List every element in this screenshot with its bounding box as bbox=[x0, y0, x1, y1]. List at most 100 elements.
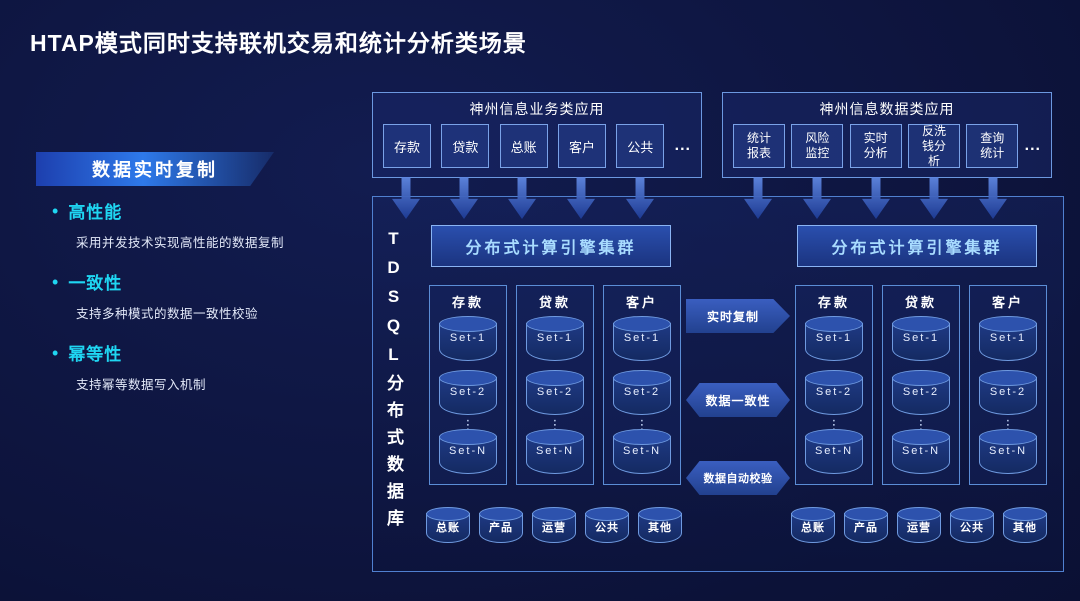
feature-performance: • 高性能 采用并发技术实现高性能的数据复制 bbox=[52, 198, 362, 251]
business-apps-box: 神州信息业务类应用 存款 贷款 总账 客户 公共 ... bbox=[372, 92, 702, 178]
db-group-right-loan: 贷款 Set-1 Set-2 ⋮ Set-N bbox=[882, 285, 960, 485]
feature-list: • 高性能 采用并发技术实现高性能的数据复制 • 一致性 支持多种模式的数据一致… bbox=[52, 198, 362, 411]
bottom-db-label: 总账 bbox=[436, 522, 460, 534]
link-auto-verification-arrow: 数据自动校验 bbox=[686, 461, 790, 495]
data-apps-box: 神州信息数据类应用 统计报表 风险监控 实时分析 反洗钱分析 查询统计 ... bbox=[722, 92, 1052, 178]
app-items-ellipsis: ... bbox=[674, 137, 691, 154]
feature-idempotency: • 幂等性 支持幂等数据写入机制 bbox=[52, 340, 362, 393]
set-label: Set-2 bbox=[536, 386, 574, 398]
bottom-db-other: 其他 bbox=[638, 507, 682, 543]
db-cylinder: Set-2 bbox=[439, 370, 497, 415]
set-label: Set-1 bbox=[989, 332, 1027, 344]
bottom-db-ledger: 总账 bbox=[426, 507, 470, 543]
db-cylinder: Set-1 bbox=[979, 316, 1037, 361]
db-group-label: 贷款 bbox=[538, 295, 571, 310]
bullet-icon: • bbox=[52, 271, 59, 292]
db-cylinder: Set-1 bbox=[805, 316, 863, 361]
db-cylinder: Set-N bbox=[439, 429, 497, 474]
app-item-customer: 客户 bbox=[557, 124, 606, 168]
db-group-right-customer: 客户 Set-1 Set-2 ⋮ Set-N bbox=[969, 285, 1047, 485]
set-label: Set-1 bbox=[449, 332, 487, 344]
vertical-ellipsis: ⋮ bbox=[635, 417, 649, 432]
set-label: Set-2 bbox=[815, 386, 853, 398]
feature-heading-row: • 幂等性 bbox=[52, 340, 362, 365]
link-realtime-replication-arrow: 实时复制 bbox=[686, 299, 790, 333]
bottom-db-label: 运营 bbox=[907, 522, 931, 534]
db-cylinder: Set-N bbox=[526, 429, 584, 474]
app-item-report: 统计报表 bbox=[733, 124, 785, 168]
bottom-db-product: 产品 bbox=[479, 507, 523, 543]
db-cylinder: Set-2 bbox=[892, 370, 950, 415]
feature-description: 支持幂等数据写入机制 bbox=[76, 378, 207, 392]
bottom-db-label: 产品 bbox=[854, 522, 878, 534]
bullet-icon: • bbox=[52, 342, 59, 363]
db-cylinder: Set-2 bbox=[805, 370, 863, 415]
set-label: Set-N bbox=[448, 445, 488, 457]
feature-title: 高性能 bbox=[68, 203, 123, 222]
set-label: Set-N bbox=[535, 445, 575, 457]
feature-title: 幂等性 bbox=[68, 345, 123, 364]
business-apps-items: 存款 贷款 总账 客户 公共 ... bbox=[383, 124, 691, 168]
feature-consistency: • 一致性 支持多种模式的数据一致性校验 bbox=[52, 269, 362, 322]
app-items-ellipsis: ... bbox=[1024, 137, 1041, 154]
db-cylinder: Set-1 bbox=[439, 316, 497, 361]
feature-description: 采用并发技术实现高性能的数据复制 bbox=[76, 236, 285, 250]
bottom-db-public: 公共 bbox=[950, 507, 994, 543]
db-cylinder: Set-1 bbox=[892, 316, 950, 361]
bottom-db-label: 其他 bbox=[1013, 522, 1037, 534]
app-item-risk: 风险监控 bbox=[791, 124, 844, 168]
set-label: Set-N bbox=[901, 445, 941, 457]
feature-title: 一致性 bbox=[68, 274, 123, 293]
bottom-db-label: 运营 bbox=[542, 522, 566, 534]
engine-cluster-left: 分布式计算引擎集群 bbox=[431, 225, 671, 267]
set-label: Set-2 bbox=[902, 386, 940, 398]
set-label: Set-1 bbox=[815, 332, 853, 344]
vertical-ellipsis: ⋮ bbox=[827, 417, 841, 432]
bottom-db-other: 其他 bbox=[1003, 507, 1047, 543]
vertical-ellipsis: ⋮ bbox=[914, 417, 928, 432]
data-apps-items: 统计报表 风险监控 实时分析 反洗钱分析 查询统计 ... bbox=[733, 124, 1041, 168]
db-cylinder: Set-N bbox=[892, 429, 950, 474]
db-cylinder: Set-2 bbox=[526, 370, 584, 415]
set-label: Set-2 bbox=[449, 386, 487, 398]
db-group-label: 存款 bbox=[451, 295, 484, 310]
engine-cluster-right: 分布式计算引擎集群 bbox=[797, 225, 1037, 267]
db-cylinder: Set-N bbox=[805, 429, 863, 474]
bottom-db-product: 产品 bbox=[844, 507, 888, 543]
set-label: Set-1 bbox=[623, 332, 661, 344]
bottom-db-operation: 运营 bbox=[532, 507, 576, 543]
set-label: Set-1 bbox=[902, 332, 940, 344]
bottom-db-public: 公共 bbox=[585, 507, 629, 543]
tdsql-vertical-label: TDSQL分布式数据库 bbox=[384, 229, 403, 536]
vertical-ellipsis: ⋮ bbox=[461, 417, 475, 432]
db-cylinder: Set-2 bbox=[613, 370, 671, 415]
db-group-left-customer: 客户 Set-1 Set-2 ⋮ Set-N bbox=[603, 285, 681, 485]
bottom-db-ledger: 总账 bbox=[791, 507, 835, 543]
app-item-deposit: 存款 bbox=[383, 124, 431, 168]
tdsql-platform-box: TDSQL分布式数据库 分布式计算引擎集群 分布式计算引擎集群 存款 Set-1… bbox=[372, 196, 1064, 572]
set-label: Set-2 bbox=[623, 386, 661, 398]
app-item-ledger: 总账 bbox=[499, 124, 548, 168]
db-cylinder: Set-2 bbox=[979, 370, 1037, 415]
app-item-loan: 贷款 bbox=[441, 124, 490, 168]
bottom-db-label: 总账 bbox=[801, 522, 825, 534]
bottom-db-label: 其他 bbox=[648, 522, 672, 534]
feature-heading-row: • 一致性 bbox=[52, 269, 362, 294]
set-label: Set-N bbox=[988, 445, 1028, 457]
feature-description: 支持多种模式的数据一致性校验 bbox=[76, 307, 259, 321]
app-item-realtime: 实时分析 bbox=[849, 124, 902, 168]
set-label: Set-2 bbox=[989, 386, 1027, 398]
page-title: HTAP模式同时支持联机交易和统计分析类场景 bbox=[30, 30, 527, 56]
db-group-label: 存款 bbox=[817, 295, 850, 310]
db-cylinder: Set-N bbox=[979, 429, 1037, 474]
db-cylinder: Set-1 bbox=[613, 316, 671, 361]
set-label: Set-1 bbox=[536, 332, 574, 344]
db-group-right-deposit: 存款 Set-1 Set-2 ⋮ Set-N bbox=[795, 285, 873, 485]
bullet-icon: • bbox=[52, 200, 59, 221]
vertical-ellipsis: ⋮ bbox=[548, 417, 562, 432]
db-group-label: 贷款 bbox=[904, 295, 937, 310]
vertical-ellipsis: ⋮ bbox=[1001, 417, 1015, 432]
set-label: Set-N bbox=[622, 445, 662, 457]
db-group-left-deposit: 存款 Set-1 Set-2 ⋮ Set-N bbox=[429, 285, 507, 485]
